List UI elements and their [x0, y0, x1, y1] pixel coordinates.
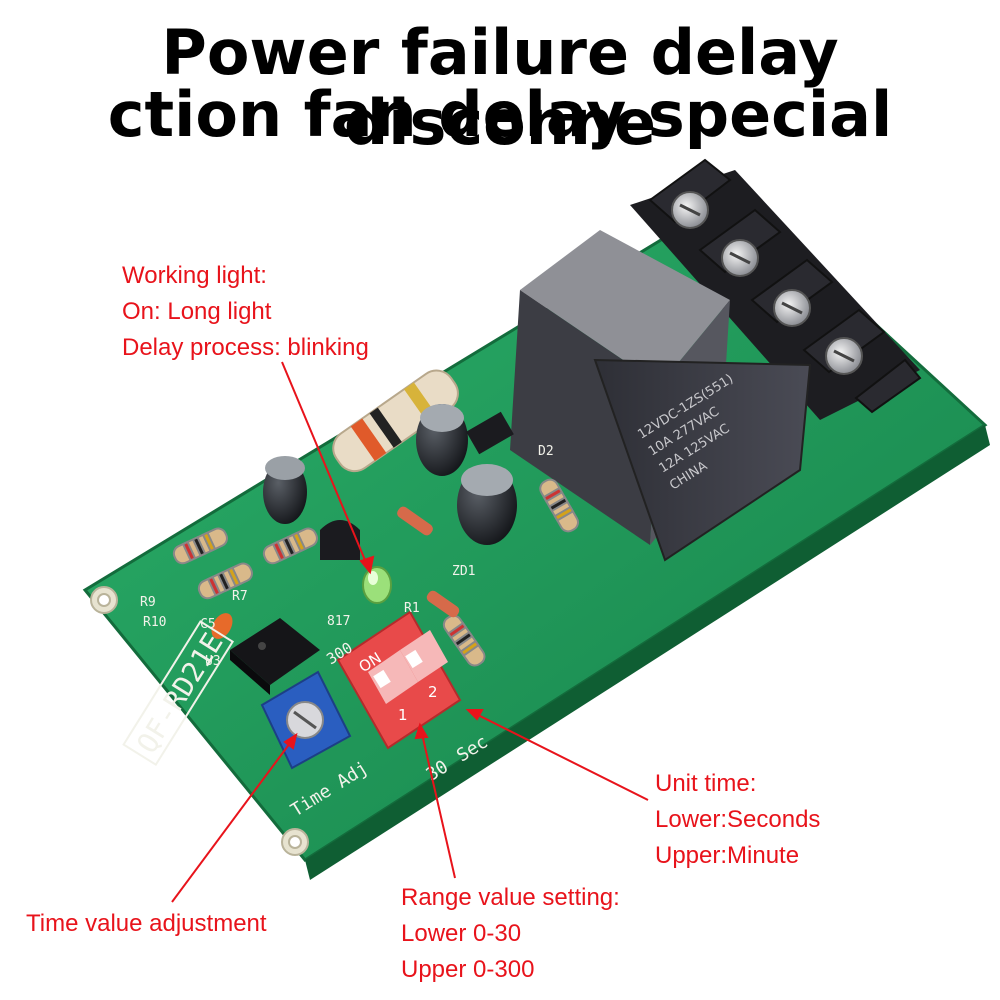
r1-silkscreen: R1: [404, 601, 420, 616]
title-line-2: ction fan delay special: [107, 78, 893, 151]
r10-silkscreen: R10: [143, 615, 166, 630]
screw-terminal: [671, 191, 863, 375]
r9-silkscreen: R9: [140, 595, 156, 610]
annotation-range-value: Range value setting: Lower 0-30 Upper 0-…: [401, 884, 620, 983]
transistor: [320, 411, 514, 560]
optocoupler-ic: [230, 618, 320, 695]
r7-silkscreen: R7: [232, 589, 248, 604]
dip-2-label: 2: [428, 683, 438, 701]
terminal-block: [630, 158, 922, 420]
annotation-working-light: Working light: On: Long light Delay proc…: [122, 262, 369, 361]
annotation-time-adjust: Time value adjustment: [26, 910, 267, 937]
u3-silkscreen: U3: [205, 654, 221, 669]
ic-817-silkscreen: 817: [327, 614, 350, 629]
dip-1-label: 1: [398, 706, 408, 724]
dip-switch: ON 1 2: [336, 610, 462, 750]
d2-silkscreen: D2: [538, 444, 554, 459]
annotation-unit-time: Unit time: Lower:Seconds Upper:Minute: [655, 770, 821, 869]
resistor: [172, 478, 579, 667]
potentiometer: [260, 670, 352, 770]
relay: 12VDC-1ZS(551) 10A 277VAC 12A 125VAC CHI…: [510, 230, 812, 562]
zd1-silkscreen: ZD1: [452, 564, 475, 579]
diode: [397, 506, 460, 618]
c5-silkscreen: C5: [200, 617, 216, 632]
capacitor: [263, 404, 517, 545]
title-line-1: Power failure delay disconne: [161, 16, 839, 159]
annotation-arrows: [171, 361, 649, 903]
led-indicator: [362, 566, 392, 604]
